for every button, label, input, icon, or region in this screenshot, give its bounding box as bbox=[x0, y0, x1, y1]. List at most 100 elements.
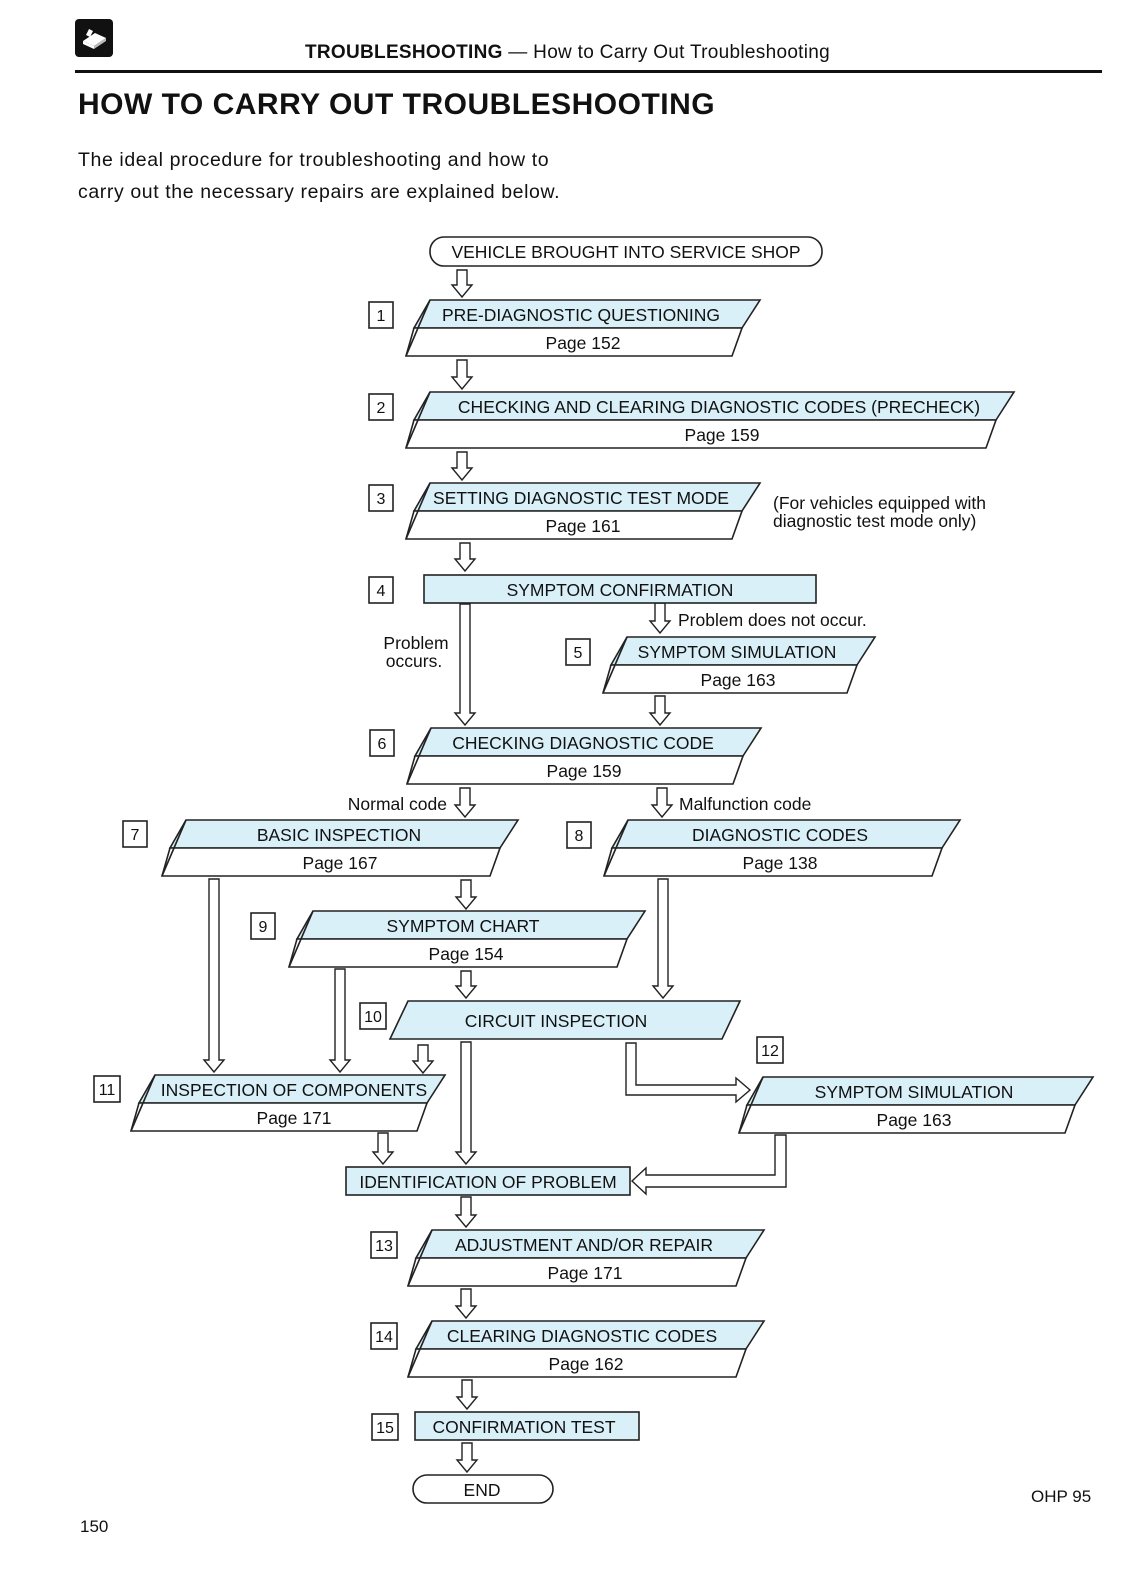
step-5-title: SYMPTOM SIMULATION bbox=[638, 642, 837, 662]
step-7-title: BASIC INSPECTION bbox=[257, 825, 421, 845]
basic-inspection-arrow bbox=[202, 878, 226, 1074]
step-11-box: INSPECTION OF COMPONENTS Page 171 11 bbox=[93, 1074, 447, 1132]
header-section: TROUBLESHOOTING bbox=[305, 42, 503, 63]
step-2-title: CHECKING AND CLEARING DIAGNOSTIC CODES (… bbox=[458, 397, 980, 417]
step-14-title: CLEARING DIAGNOSTIC CODES bbox=[447, 1326, 717, 1346]
down-arrow bbox=[454, 1196, 478, 1229]
start-terminal: VEHICLE BROUGHT INTO SERVICE SHOP bbox=[429, 236, 823, 267]
step-13-page: Page 171 bbox=[548, 1263, 623, 1283]
step-9-badge bbox=[250, 912, 276, 940]
ohp-label: OHP 95 bbox=[1031, 1487, 1092, 1506]
step-3-box: SETTING DIAGNOSTIC TEST MODE Page 161 3 bbox=[368, 482, 762, 540]
problem-occurs-label-line1: Problem bbox=[383, 633, 448, 653]
step-4-title: SYMPTOM CONFIRMATION bbox=[507, 580, 734, 600]
step-3-number: 3 bbox=[377, 491, 386, 508]
step-2-page: Page 159 bbox=[685, 425, 760, 445]
step-7-badge bbox=[122, 820, 148, 848]
problem-occurs-arrow bbox=[453, 603, 477, 727]
step-3-title: SETTING DIAGNOSTIC TEST MODE bbox=[433, 488, 729, 508]
step-4-number: 4 bbox=[377, 583, 386, 600]
step-7-number: 7 bbox=[131, 827, 140, 844]
down-arrow bbox=[450, 269, 474, 299]
down-arrow bbox=[455, 1442, 479, 1474]
step-7-page: Page 167 bbox=[303, 853, 378, 873]
down-arrow bbox=[450, 359, 474, 391]
step-1-title: PRE-DIAGNOSTIC QUESTIONING bbox=[442, 305, 720, 325]
step-15-title: CONFIRMATION TEST bbox=[432, 1417, 615, 1437]
step-10-box: CIRCUIT INSPECTION 10 bbox=[359, 1000, 742, 1040]
step-14-box: CLEARING DIAGNOSTIC CODES Page 162 14 bbox=[370, 1320, 766, 1378]
down-arrow bbox=[371, 1132, 395, 1166]
step-10-title: CIRCUIT INSPECTION bbox=[465, 1011, 647, 1031]
step-6-title: CHECKING DIAGNOSTIC CODE bbox=[452, 733, 714, 753]
down-arrow bbox=[648, 602, 672, 635]
step-9-title: SYMPTOM CHART bbox=[387, 916, 540, 936]
down-arrow bbox=[453, 542, 477, 573]
step-6-box: CHECKING DIAGNOSTIC CODE Page 159 6 bbox=[369, 727, 763, 785]
down-arrow bbox=[455, 1379, 479, 1411]
step-2-number: 2 bbox=[377, 400, 386, 417]
step-7-box: BASIC INSPECTION Page 167 7 bbox=[122, 819, 520, 877]
step-12-badge bbox=[756, 1036, 784, 1064]
page-title: HOW TO CARRY OUT TROUBLESHOOTING bbox=[78, 88, 716, 121]
step-15-number: 15 bbox=[376, 1420, 394, 1437]
step-5-page: Page 163 bbox=[701, 670, 776, 690]
test-mode-note-line2: diagnostic test mode only) bbox=[773, 511, 976, 531]
down-arrow bbox=[648, 695, 672, 727]
step-2-box: CHECKING AND CLEARING DIAGNOSTIC CODES (… bbox=[368, 391, 1016, 449]
step-12-title: SYMPTOM SIMULATION bbox=[815, 1082, 1014, 1102]
elbow-arrow-to-identification bbox=[630, 1134, 787, 1196]
symptom-chart-arrow bbox=[328, 968, 352, 1074]
step-6-page: Page 159 bbox=[547, 761, 622, 781]
circuit-inspection-arrow bbox=[454, 1041, 478, 1166]
step-9-number: 9 bbox=[259, 919, 268, 936]
malfunction-code-label: Malfunction code bbox=[679, 794, 811, 814]
step-14-number: 14 bbox=[375, 1329, 393, 1346]
step-8-badge bbox=[566, 821, 592, 849]
down-arrow bbox=[411, 1044, 435, 1075]
step-6-number: 6 bbox=[378, 736, 387, 753]
step-4-badge bbox=[368, 576, 394, 604]
down-arrow bbox=[453, 787, 477, 819]
step-12-page: Page 163 bbox=[877, 1110, 952, 1130]
step-2-badge bbox=[368, 393, 394, 421]
flow-boxes: PRE-DIAGNOSTIC QUESTIONING Page 152 1CHECK… bbox=[93, 236, 1095, 1504]
step-13-title: ADJUSTMENT AND/OR REPAIR bbox=[455, 1235, 713, 1255]
step-1-page: Page 152 bbox=[546, 333, 621, 353]
end-label: END bbox=[464, 1480, 501, 1500]
step-12-number: 12 bbox=[761, 1043, 779, 1060]
intro-paragraph: The ideal procedure for troubleshooting … bbox=[78, 149, 561, 203]
step-3-badge bbox=[368, 484, 394, 512]
down-arrow bbox=[454, 879, 478, 911]
page-number: 150 bbox=[80, 1517, 109, 1536]
down-arrow bbox=[450, 451, 474, 482]
down-arrow bbox=[650, 787, 674, 819]
step-1-badge bbox=[368, 301, 394, 329]
step-9-page: Page 154 bbox=[429, 944, 504, 964]
step-14-badge bbox=[370, 1322, 398, 1350]
problem-occurs-label-line2: occurs. bbox=[386, 651, 442, 671]
step-8-number: 8 bbox=[575, 828, 584, 845]
step-10-badge bbox=[359, 1002, 387, 1030]
step-9-box: SYMPTOM CHART Page 154 9 bbox=[250, 910, 647, 968]
step-13-number: 13 bbox=[375, 1238, 393, 1255]
step-3-page: Page 161 bbox=[546, 516, 621, 536]
step-13-box: ADJUSTMENT AND/OR REPAIR Page 171 13 bbox=[370, 1229, 766, 1287]
identification-box: IDENTIFICATION OF PROBLEM bbox=[345, 1166, 631, 1196]
step-11-badge bbox=[93, 1075, 121, 1103]
step-13-badge bbox=[370, 1231, 398, 1259]
down-arrow bbox=[454, 1288, 478, 1320]
down-arrow bbox=[454, 970, 478, 1000]
step-14-page: Page 162 bbox=[549, 1354, 624, 1374]
step-12-box: SYMPTOM SIMULATION Page 163 12 bbox=[737, 1036, 1095, 1134]
step-1-number: 1 bbox=[377, 308, 386, 325]
step-5-badge bbox=[565, 638, 591, 666]
flow-arrows bbox=[202, 269, 787, 1474]
step-10-number: 10 bbox=[364, 1009, 382, 1026]
step-11-title: INSPECTION OF COMPONENTS bbox=[161, 1080, 427, 1100]
step-5-number: 5 bbox=[574, 645, 583, 662]
step-11-number: 11 bbox=[99, 1082, 116, 1099]
step-11-page: Page 171 bbox=[257, 1108, 332, 1128]
step-15-box: CONFIRMATION TEST 15 bbox=[371, 1411, 640, 1441]
